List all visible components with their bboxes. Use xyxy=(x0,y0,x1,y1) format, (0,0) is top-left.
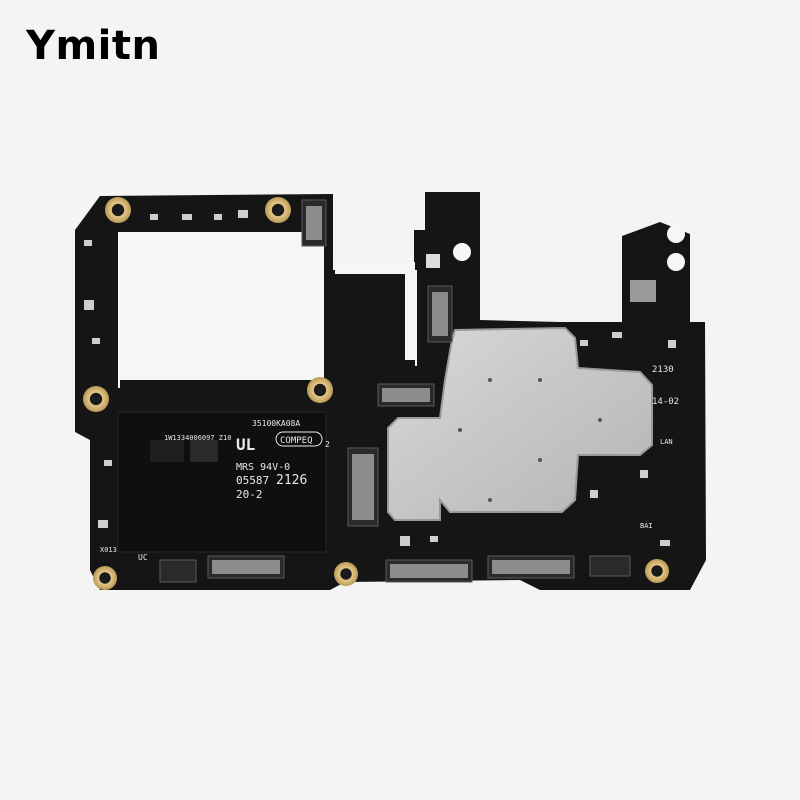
small-label-x013: X013 xyxy=(100,546,117,554)
metal-shield xyxy=(387,326,653,521)
lot-code-2: 2126 xyxy=(276,473,307,488)
small-label-lan: LAN xyxy=(660,438,673,446)
chip-module xyxy=(117,411,327,553)
compeq-mark: COMPEQ xyxy=(280,436,313,446)
smd-components xyxy=(84,210,676,546)
brand-watermark: Ymitn xyxy=(26,23,161,69)
lot-code-1: 05587 xyxy=(236,474,269,487)
lot-code-3: 20-2 xyxy=(236,488,263,501)
board-cutout xyxy=(118,232,324,388)
compeq-sub: 2 xyxy=(325,440,330,449)
ul-mark: UL xyxy=(236,435,255,454)
mrs-label: MRS 94V-0 xyxy=(236,462,290,473)
pcb-label-top-left: 35100KA08A xyxy=(252,419,300,428)
side-code-2: 14-02 xyxy=(652,397,679,407)
small-label-bai: BAI xyxy=(640,522,653,530)
pcb-label-top-id: 1W1334006097 Z10 xyxy=(164,434,231,442)
small-label-uc: UC xyxy=(138,553,148,562)
mounting-holes xyxy=(83,197,685,590)
side-code: 2130 xyxy=(652,365,674,375)
